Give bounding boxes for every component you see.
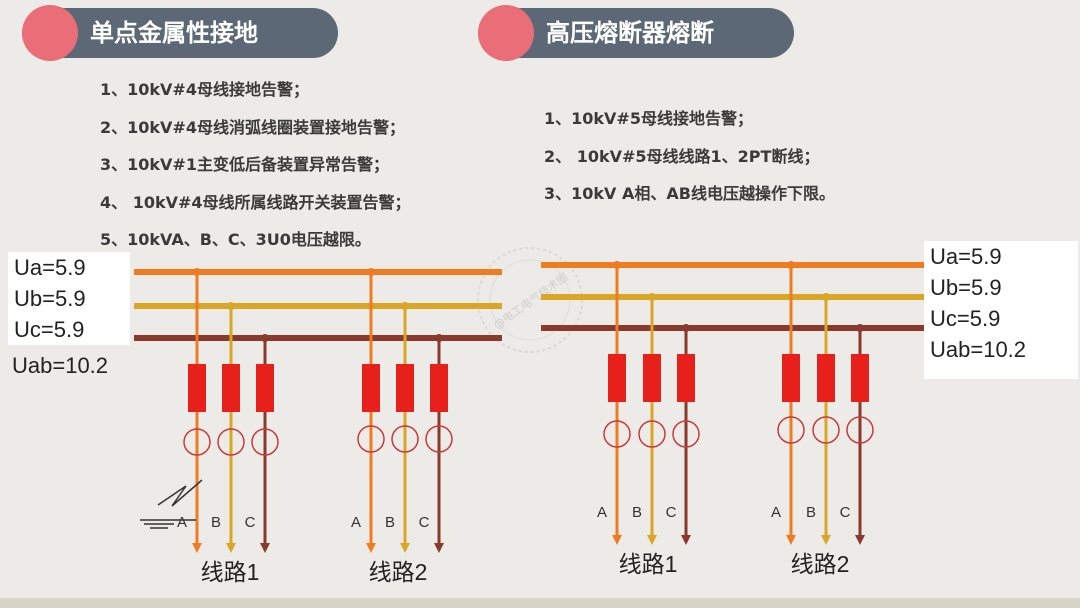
right-feeder2-fuse-b [817,354,835,402]
left-feeder1-label: 线路1 [201,559,260,585]
right-feeder2-ct-a [777,416,805,444]
banner-dot-icon [478,5,534,61]
right-uc: Uc=5.9 [930,306,1001,331]
right-feeder2-fuse-a [782,354,800,402]
bottom-strip [0,598,1080,608]
banner-dot-icon [22,5,78,61]
left-ua: Ua=5.9 [14,255,86,280]
list-item: 4、 10kV#4母线所属线路开关装置告警； [100,192,411,212]
right-feeder1-label: 线路1 [619,551,678,577]
right-feeder1-junction-c [682,324,690,332]
left-feeder2-label: 线路2 [369,559,428,585]
left-feeder1-ct-b [217,428,245,456]
left-title: 单点金属性接地 [90,19,258,47]
list-item: 2、 10kV#5母线线路1、2PT断线； [544,146,820,166]
left-feeder1-junction-b [227,302,235,310]
left-feeder2-phase-label-a: A [351,514,361,531]
right-feeder2-phase-label-b: B [806,504,816,521]
left-feeder2-phase-label-c: C [419,514,430,531]
left-feeder2-junction-b [401,302,409,310]
left-feeder1-junction-a [193,268,201,276]
left-feeder1-fuse-a [188,364,206,412]
left-uc: Uc=5.9 [14,317,85,342]
right-feeder2-ct-c [846,416,874,444]
watermark-text: @电工电气技术圈 [491,270,571,332]
list-item: 5、10kVA、B、C、3U0电压越限。 [100,230,371,249]
left-feeder1-phase-label-a: A [177,514,187,531]
left-title-banner: 单点金属性接地 [22,5,338,61]
left-feeder2-junction-c [435,334,443,342]
right-feeder1-junction-a [613,261,621,269]
right-feeder2-phase-label-a: A [771,504,781,521]
left-voltage-box: Ua=5.9 Ub=5.9 Uc=5.9 [8,252,130,345]
list-item: 3、10kV A相、AB线电压越操作下限。 [544,184,835,203]
left-feeder2-fuse-a [362,364,380,412]
left-feeder2-ct-c [425,425,453,453]
left-feeder2-junction-a [367,268,375,276]
right-alarm-list: 1、10kV#5母线接地告警； 2、 10kV#5母线线路1、2PT断线； 3、… [544,100,835,213]
right-feeder2-junction-a [787,261,795,269]
right-feeder2-label: 线路2 [791,551,850,577]
right-ua: Ua=5.9 [930,244,1002,269]
left-uab: Uab=10.2 [12,353,109,378]
left-feeder1-ct-c [251,428,279,456]
right-feeder2-fuse-c [851,354,869,402]
right-feeder1-fuse-b [643,354,661,402]
right-feeder1-phase-label-b: B [632,504,642,521]
right-feeder1-ct-b [638,420,666,448]
right-feeder1-fuse-c [677,354,695,402]
right-feeder2-junction-c [856,324,864,332]
right-feeder1-junction-b [648,293,656,301]
left-feeder1-fuse-b [222,364,240,412]
left-feeder1-ct-a [183,428,211,456]
right-ub: Ub=5.9 [930,275,1002,300]
left-feeder2-fuse-c [430,364,448,412]
right-feeder1-fuse-a [608,354,626,402]
list-item: 2、10kV#4母线消弧线圈装置接地告警； [100,117,405,137]
left-feeder1-junction-c [261,334,269,342]
right-title: 高压熔断器熔断 [546,19,714,47]
right-feeder2-junction-b [822,293,830,301]
left-ub: Ub=5.9 [14,286,86,311]
left-alarm-list: 1、10kV#4母线接地告警； 2、10kV#4母线消弧线圈装置接地告警； 3、… [100,71,411,259]
list-item: 1、10kV#5母线接地告警； [544,109,753,128]
right-feeder2-ct-b [812,416,840,444]
list-item: 1、10kV#4母线接地告警； [100,80,309,99]
left-feeder1-phase-label-c: C [245,514,256,531]
ground-fault-icon [140,479,203,529]
right-feeder1-ct-a [603,420,631,448]
right-voltage-box: Ua=5.9 Ub=5.9 Uc=5.9 Uab=10.2 [924,241,1078,379]
right-uab: Uab=10.2 [930,337,1027,362]
left-feeder2-fuse-b [396,364,414,412]
right-feeder1-ct-c [672,420,700,448]
left-feeder1-fuse-c [256,364,274,412]
list-item: 3、10kV#1主变低后备装置异常告警； [100,155,389,174]
left-feeder1-phase-label-b: B [211,514,221,531]
right-feeder2-phase-label-c: C [840,504,851,521]
right-title-banner: 高压熔断器熔断 [478,5,794,61]
left-feeder2-ct-b [391,425,419,453]
right-feeder1-phase-label-a: A [597,504,607,521]
right-feeder1-phase-label-c: C [666,504,677,521]
left-feeder2-phase-label-b: B [385,514,395,531]
left-feeder2-ct-a [357,425,385,453]
